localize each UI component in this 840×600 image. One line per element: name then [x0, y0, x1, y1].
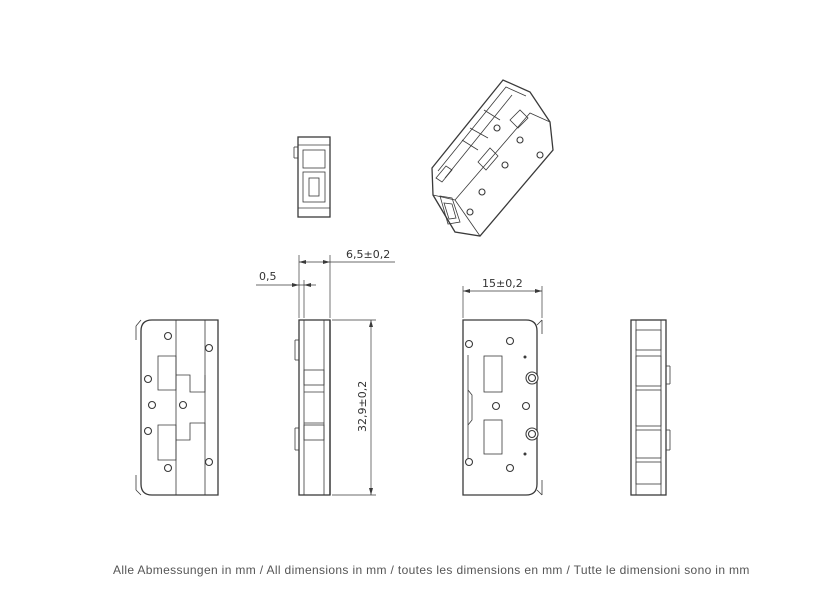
dim-thickness [298, 255, 395, 318]
dim-height [332, 319, 376, 496]
dim-height-label: 32,9±0,2 [356, 381, 369, 432]
dim-thickness-label: 6,5±0,2 [346, 248, 390, 261]
top-small-view [293, 136, 331, 218]
front-view [462, 319, 543, 496]
dim-width-label: 15±0,2 [482, 277, 523, 290]
isometric-view [431, 79, 554, 237]
left-view [135, 319, 219, 496]
units-note: Alle Abmessungen in mm / All dimensions … [113, 563, 750, 577]
dim-wall [256, 280, 316, 318]
dim-width [462, 286, 543, 318]
dim-wall-label: 0,5 [259, 270, 277, 283]
right-view [630, 319, 671, 496]
middle-view [294, 319, 331, 496]
